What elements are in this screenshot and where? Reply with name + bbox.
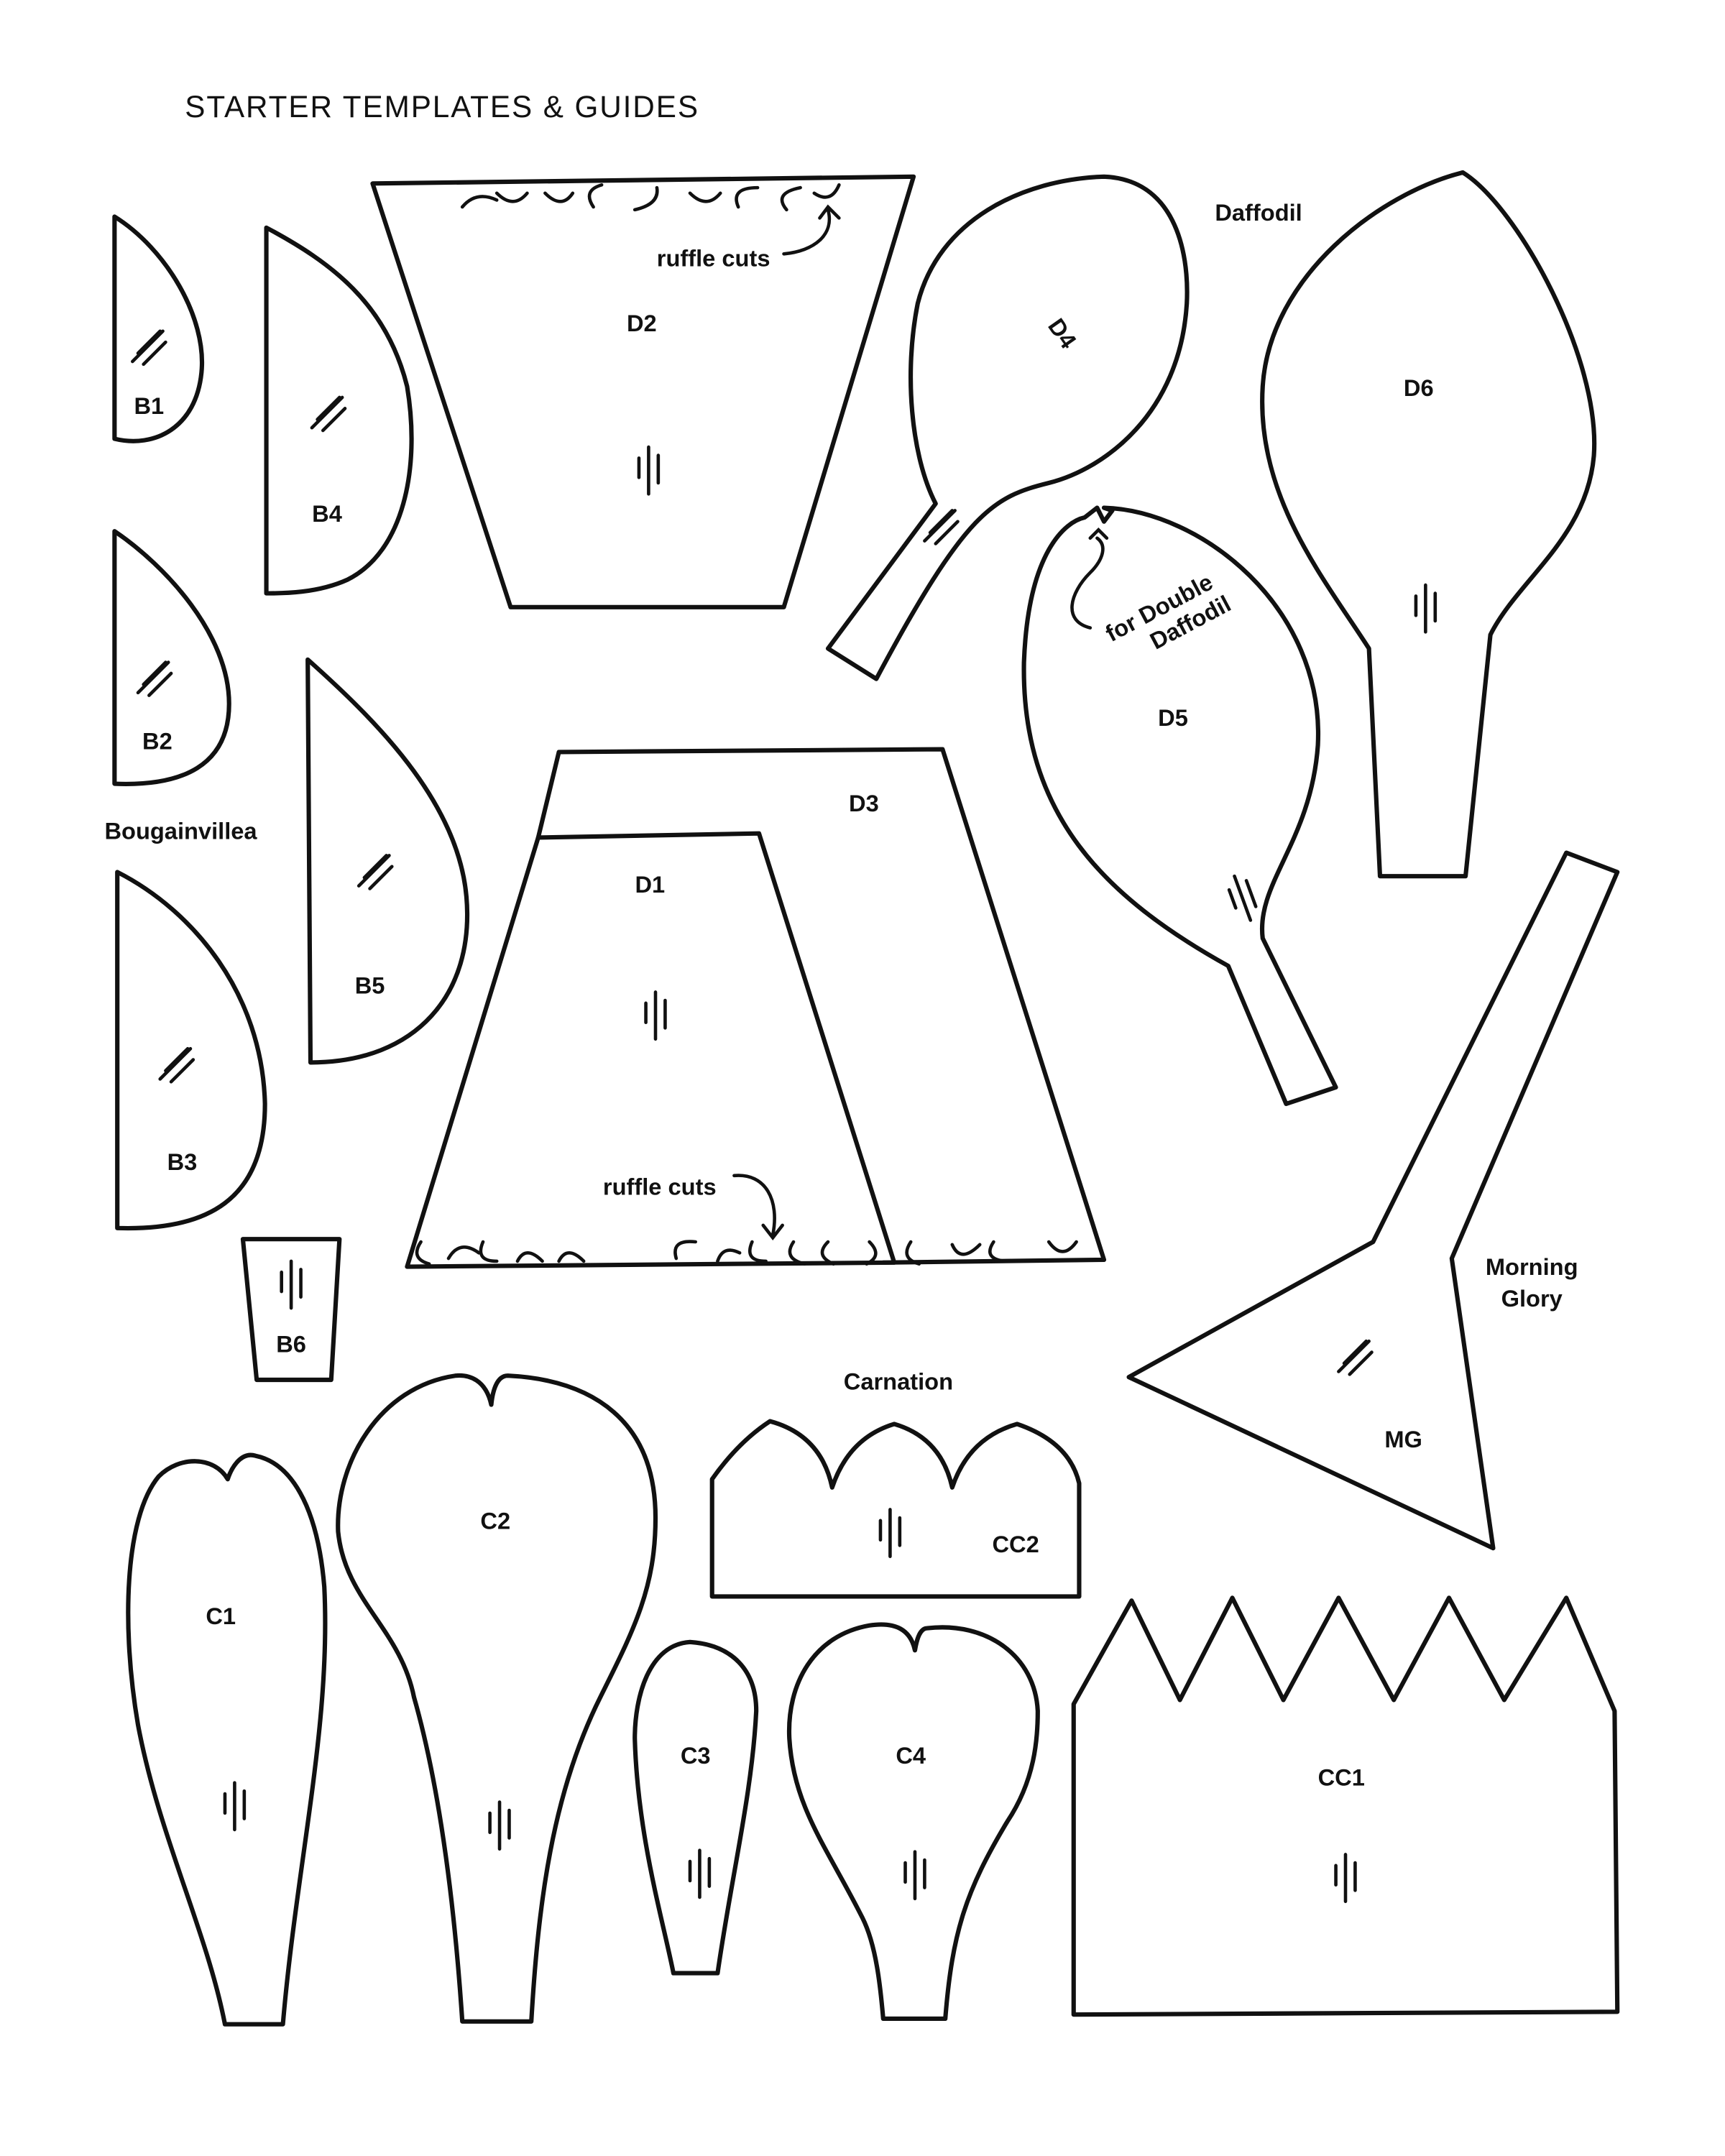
template-b1	[112, 214, 205, 443]
grain-mark-icon	[225, 1783, 244, 1830]
grain-mark-icon	[359, 855, 392, 888]
grain-mark-icon	[1338, 1341, 1371, 1374]
grain-mark-icon	[646, 992, 666, 1038]
template-c2	[336, 1373, 658, 2024]
template-b5	[305, 657, 470, 1065]
template-mg	[1126, 850, 1620, 1551]
template-b6	[240, 1237, 342, 1383]
template-d2	[370, 174, 916, 609]
grain-mark-icon	[282, 1261, 301, 1308]
template-c1	[126, 1452, 328, 2027]
group-label-morning-glory-line2: Glory	[1501, 1285, 1563, 1312]
label-b6: B6	[276, 1331, 306, 1358]
grain-mark-icon	[312, 397, 345, 430]
group-label-bougainvillea: Bougainvillea	[104, 817, 257, 844]
template-b2	[112, 529, 231, 786]
label-d3: D3	[849, 790, 879, 816]
grain-mark-icon	[880, 1509, 900, 1556]
label-c4: C4	[896, 1742, 926, 1769]
label-d1: D1	[635, 871, 665, 898]
annotation-ruffle-cuts-top: ruffle cuts	[657, 245, 770, 272]
label-b5: B5	[355, 972, 385, 998]
template-d1	[405, 831, 897, 1269]
label-mg: MG	[1384, 1426, 1422, 1452]
template-cc1	[1071, 1595, 1620, 2017]
label-cc2: CC2	[992, 1531, 1039, 1557]
template-b3	[115, 870, 267, 1231]
page-title: STARTER TEMPLATES & GUIDES	[185, 90, 699, 124]
label-d4: D4	[1043, 313, 1082, 353]
arrow-icon	[1070, 528, 1109, 630]
label-cc1: CC1	[1318, 1764, 1365, 1790]
group-label-carnation: Carnation	[844, 1368, 953, 1394]
template-c4	[786, 1622, 1040, 2022]
label-c3: C3	[681, 1742, 711, 1769]
grain-mark-icon	[639, 447, 658, 494]
grain-mark-icon	[132, 331, 165, 364]
label-b2: B2	[142, 728, 172, 755]
label-d6: D6	[1404, 374, 1434, 401]
label-b3: B3	[167, 1148, 198, 1175]
template-d4	[825, 174, 1190, 681]
template-cc2	[709, 1419, 1082, 1599]
group-label-daffodil: Daffodil	[1215, 199, 1302, 226]
template-d5	[1021, 505, 1338, 1107]
ruffle-cuts-bottom	[415, 1240, 1078, 1266]
grain-mark-icon	[906, 1852, 925, 1899]
label-d5: D5	[1158, 704, 1188, 731]
grain-mark-icon	[1225, 873, 1260, 924]
label-d2: D2	[627, 310, 657, 336]
grain-mark-icon	[690, 1851, 709, 1897]
template-c3	[632, 1639, 759, 1976]
arrow-icon	[732, 1174, 784, 1240]
label-b4: B4	[312, 500, 342, 527]
arrow-icon	[782, 204, 841, 256]
grain-mark-icon	[138, 663, 171, 696]
template-d3	[535, 747, 1107, 1265]
annotation-ruffle-cuts-bottom: ruffle cuts	[603, 1174, 717, 1200]
label-b1: B1	[134, 392, 165, 419]
label-c2: C2	[480, 1507, 510, 1534]
grain-mark-icon	[1336, 1854, 1356, 1901]
template-d6	[1260, 170, 1597, 879]
ruffle-cuts-top	[460, 183, 841, 212]
grain-mark-icon	[160, 1049, 193, 1082]
grain-mark-icon	[1416, 585, 1435, 632]
template-b4	[264, 225, 414, 596]
group-label-morning-glory-line1: Morning	[1486, 1253, 1578, 1280]
grain-mark-icon	[490, 1802, 510, 1849]
label-c1: C1	[206, 1603, 236, 1629]
